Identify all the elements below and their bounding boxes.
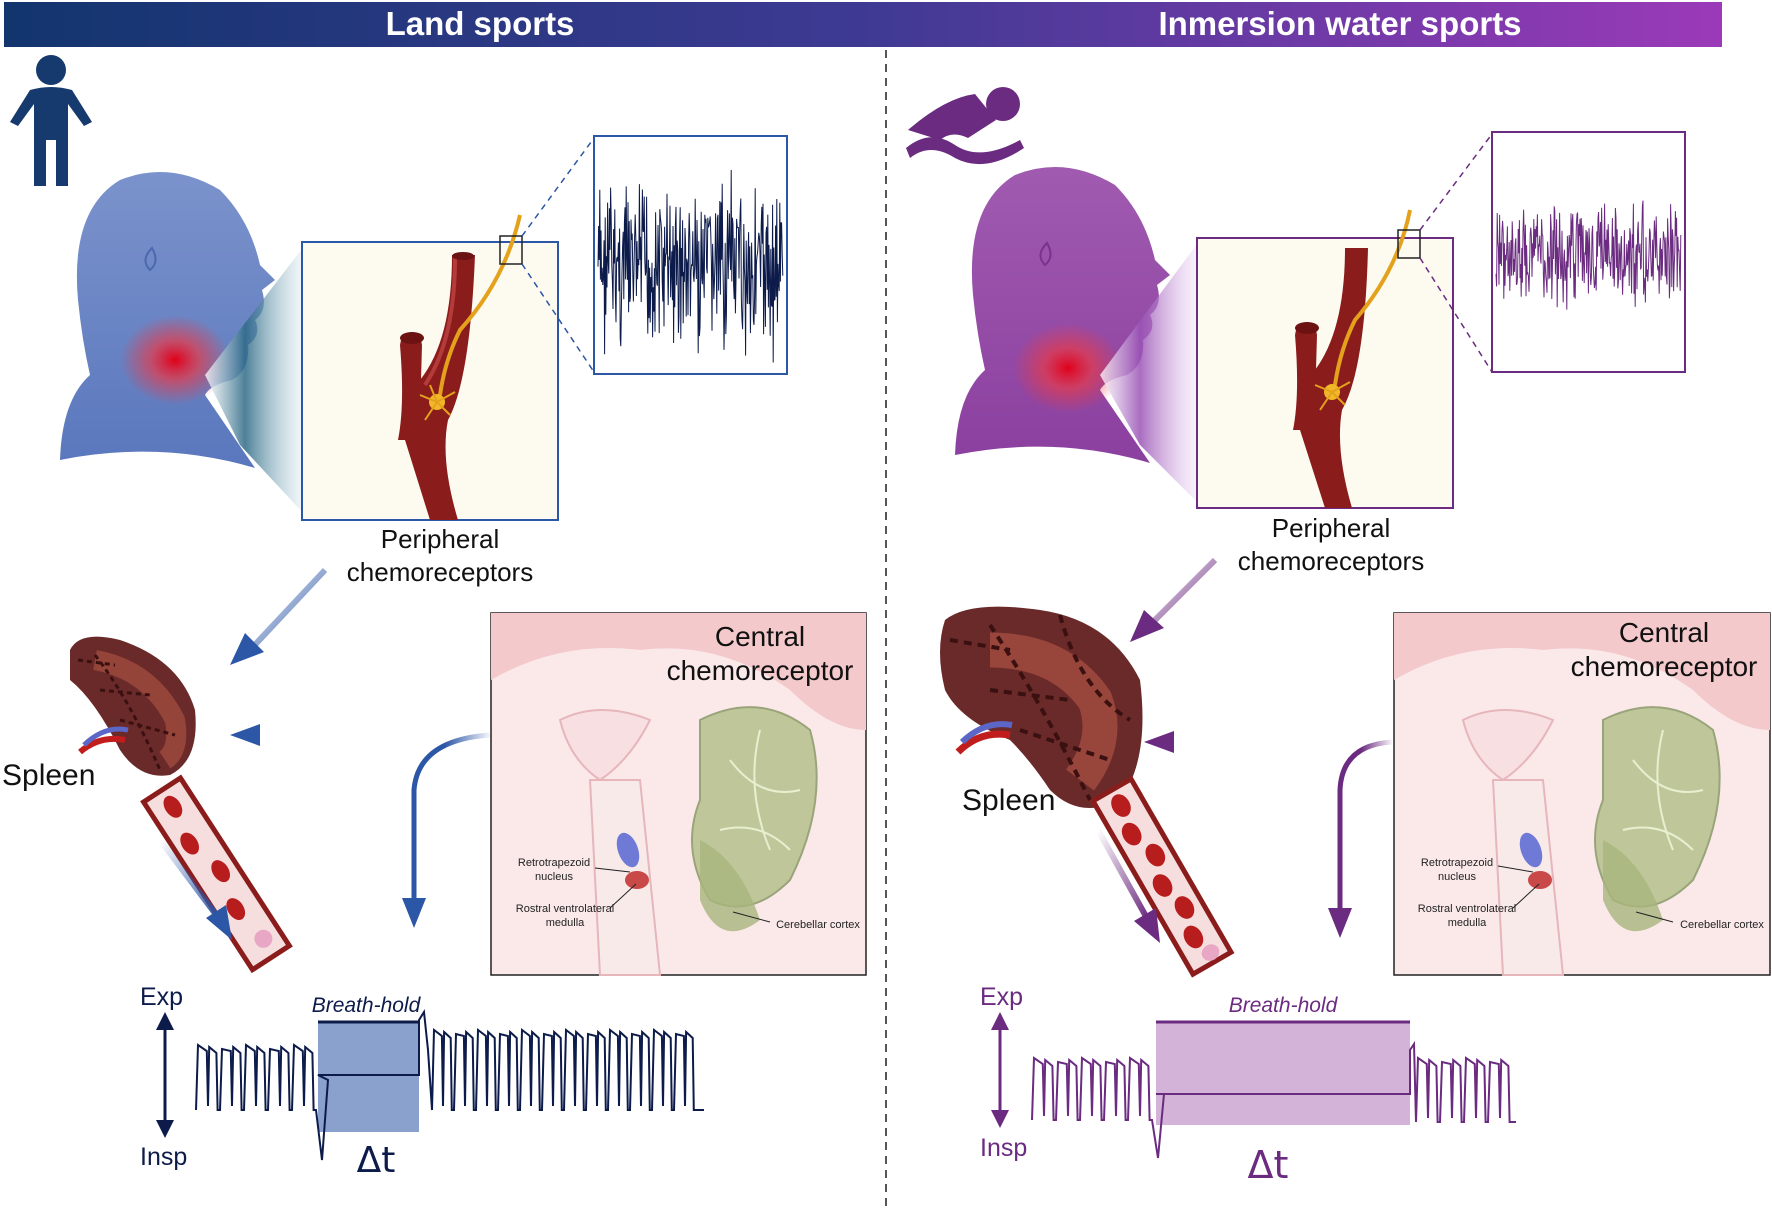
- arrow-vessel-flow-land: [157, 838, 232, 940]
- arrow-central-to-spleen-land: [230, 724, 490, 746]
- breath-hold-shading-water: [1156, 1022, 1410, 1125]
- rvlm-label-line1-water: Rostral ventrolateral: [1418, 903, 1516, 915]
- peripheral-label-line1-water: Peripheral: [1272, 513, 1391, 543]
- delta-label-water: Δt: [1248, 1143, 1289, 1187]
- breathing-trace-water: [1031, 1040, 1516, 1159]
- rvlm-label-line2-land: medulla: [546, 917, 585, 929]
- breathing-trace-land: [195, 1009, 704, 1161]
- carotid-zoom-box-water: [1196, 209, 1454, 509]
- header-title-land: Land sports: [385, 5, 575, 42]
- zoom-line-top-water: [1419, 133, 1493, 231]
- magnification-cone-land: [205, 245, 305, 515]
- cerebellar-label-land: Cerebellar cortex: [776, 919, 860, 931]
- rtn-label-line1-water: Retrotrapezoid: [1421, 857, 1493, 869]
- nerve-signal-trace-land: [597, 169, 784, 363]
- spleen-land: [70, 636, 196, 776]
- central-label-line2-land: chemoreceptor: [667, 655, 854, 686]
- central-label-line2-water: chemoreceptor: [1571, 651, 1758, 682]
- breath-hold-label-land: Breath-hold: [312, 994, 422, 1017]
- arrow-peripheral-to-spleen-water: [1130, 557, 1218, 642]
- head-neck-silhouette-land: [60, 172, 275, 468]
- zoom-line-top-land: [521, 137, 595, 237]
- peripheral-label-line2-water: chemoreceptors: [1238, 546, 1424, 576]
- spleen-label-water: Spleen: [962, 784, 1055, 817]
- rvlm-label-line2-water: medulla: [1448, 917, 1487, 929]
- insp-label-water: Insp: [980, 1134, 1027, 1162]
- arrow-central-to-spleen-water: [1144, 731, 1392, 753]
- delta-label-land: Δt: [357, 1140, 396, 1181]
- arrow-central-down-water: [1328, 739, 1393, 938]
- standing-person-icon: [10, 55, 92, 186]
- arrow-central-down-land: [402, 732, 491, 928]
- head-neck-silhouette-water: [955, 167, 1170, 463]
- brain-box-land: [490, 612, 867, 976]
- magnification-cone-water: [1100, 240, 1200, 505]
- exp-label-land: Exp: [140, 983, 183, 1011]
- zoom-line-bottom-water: [1419, 257, 1493, 373]
- header-bar: [4, 2, 1722, 47]
- peripheral-label-line2-land: chemoreceptors: [347, 557, 533, 587]
- rtn-label-line2-water: nucleus: [1438, 871, 1476, 883]
- carotid-zoom-box-land: [301, 214, 559, 521]
- breath-hold-label-water: Breath-hold: [1229, 994, 1339, 1017]
- exp-label-water: Exp: [980, 983, 1023, 1011]
- spleen-label-land: Spleen: [2, 759, 95, 792]
- breathing-chart-water: [991, 1012, 1516, 1159]
- header-title-water: Inmersion water sports: [1158, 5, 1522, 42]
- insp-label-land: Insp: [140, 1143, 187, 1171]
- rtn-label-line2-land: nucleus: [535, 871, 573, 883]
- central-label-line1-water: Central: [1619, 617, 1709, 648]
- arrow-vessel-flow-water: [1095, 828, 1160, 943]
- brain-box-water: [1393, 612, 1771, 976]
- rvlm-label-line1-land: Rostral ventrolateral: [516, 903, 614, 915]
- blood-vessel-water: [1089, 775, 1235, 978]
- peripheral-label-line1-land: Peripheral: [381, 524, 500, 554]
- breath-hold-shading-land: [318, 1022, 419, 1132]
- breathing-chart-land: [156, 1009, 704, 1161]
- blood-vessel-land: [140, 774, 293, 974]
- spleen-water: [940, 606, 1143, 808]
- arrow-peripheral-to-spleen-land: [230, 567, 328, 665]
- central-label-line1-land: Central: [715, 621, 805, 652]
- rtn-label-line1-land: Retrotrapezoid: [518, 857, 590, 869]
- swimmer-icon: [906, 87, 1024, 165]
- nerve-signal-trace-water: [1495, 200, 1682, 310]
- cerebellar-label-water: Cerebellar cortex: [1680, 919, 1764, 931]
